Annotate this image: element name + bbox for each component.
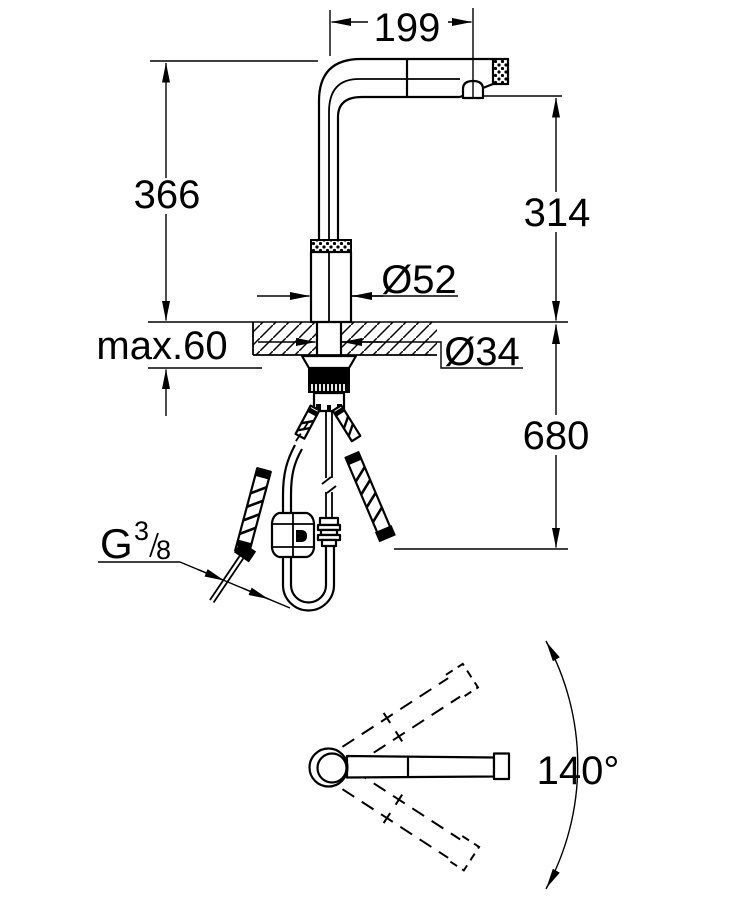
pivot-inner-circle [316,752,348,784]
faucet-body [309,250,353,324]
hose-stub-right [331,404,362,443]
swivel-spout-upper-dashed [341,662,480,767]
dim-spout-reach: 199 [329,6,474,97]
countertop-section [148,321,568,356]
dim-total-height-label: 366 [134,173,201,217]
spray-cap-knurled [491,57,510,86]
thread-denominator-label: 8 [156,535,171,565]
mounting-nut-ribs [311,384,345,391]
swivel-spout-lower-dashed [341,769,481,872]
dim-body-diameter: Ø52 [257,258,458,302]
supply-hose-left [234,467,272,556]
spout-inner-profile [336,95,460,240]
dim-outlet-height-label: 314 [524,191,591,235]
supply-hose-right [344,451,396,543]
thread-leader-line [179,561,291,609]
dim-hose-length-label: 680 [523,414,590,458]
weight-latch-mark [296,530,307,542]
thread-fraction-slash [149,532,159,558]
swivel-arc-arrow-bottom [545,868,560,889]
dim-hole-diameter-label: Ø34 [444,330,520,374]
under-counter-assembly [209,322,396,612]
body-knurled-band [310,239,352,253]
dimensions: 199 366 max.60 314 680 [96,6,591,609]
mounting-flange [300,354,358,370]
thread-letter-label: G [100,520,133,567]
thread-callout: G 3 8 [98,516,291,609]
hose-weight [270,511,316,559]
bracket-clip-left [316,404,321,411]
dim-outlet-height: 314 [483,95,591,321]
hose-continuation-dash [293,420,310,445]
dim-hose-length: 680 [394,324,590,550]
dim-deck-thickness-label: max.60 [96,324,227,368]
mounting-nut [308,368,350,393]
dim-hole-diameter: Ø34 [258,330,523,374]
dim-spout-reach-label: 199 [374,6,441,50]
faucet-side-view [309,57,510,324]
dim-deck-thickness: max.60 [96,324,262,416]
spout-plan-cap [492,752,511,781]
spout-outer-profile [317,57,493,240]
spout-plan-bar [345,754,496,779]
dim-total-height: 366 [134,60,318,321]
supply-hose-left-tail [209,541,257,603]
bracket-clip-mid [327,405,331,411]
pullout-hose-stem [316,411,342,548]
swivel-angle-label: 140° [537,749,620,793]
thread-numerator-label: 3 [134,516,149,546]
spout-mid-line [328,78,460,240]
counter-hatch-left [253,322,317,355]
pullout-hose-loop [281,444,336,612]
swivel-top-view: 140° [308,640,620,890]
swivel-arc-arrow-top [545,641,560,662]
swivel-arc [545,640,579,890]
counter-hatch-right [341,322,437,355]
dim-body-diameter-label: Ø52 [381,258,457,302]
